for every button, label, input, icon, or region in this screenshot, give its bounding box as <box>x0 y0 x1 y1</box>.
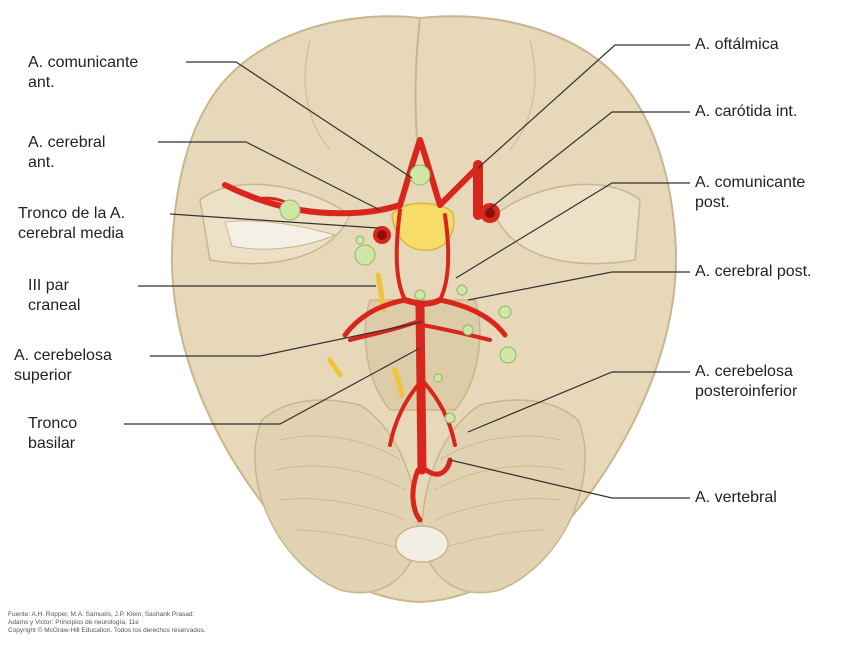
label-line: superior <box>14 366 112 386</box>
label-line: ant. <box>28 73 138 93</box>
credit-line: Copyright © McGraw-Hill Education. Todos… <box>8 627 206 635</box>
label-line: Tronco de la A. <box>18 204 125 224</box>
label-vertebral: A. vertebral <box>695 488 777 508</box>
label-line: A. cerebral <box>28 133 105 153</box>
label-line: basilar <box>28 434 77 454</box>
label-line: A. oftálmica <box>695 35 779 55</box>
label-carotida: A. carótida int. <box>695 102 797 122</box>
label-line: posteroinferior <box>695 382 797 402</box>
label-line: Tronco <box>28 414 77 434</box>
credit-line: Fuente: A.H. Ropper, M.A. Samuels, J.P. … <box>8 611 206 619</box>
credit-line: Adams y Victor: Principios de neurología… <box>8 619 206 627</box>
label-cerebral-ant: A. cerebral ant. <box>28 133 105 173</box>
label-tronco-basilar: Tronco basilar <box>28 414 77 454</box>
label-line: A. cerebelosa <box>14 346 112 366</box>
label-line: III par <box>28 276 80 296</box>
label-line: A. vertebral <box>695 488 777 508</box>
label-line: A. comunicante <box>695 173 805 193</box>
label-line: A. comunicante <box>28 53 138 73</box>
label-line: ant. <box>28 153 105 173</box>
label-line: A. cerebral post. <box>695 262 812 282</box>
label-cerebelosa-sup: A. cerebelosa superior <box>14 346 112 386</box>
source-credit: Fuente: A.H. Ropper, M.A. Samuels, J.P. … <box>8 611 206 635</box>
label-line: craneal <box>28 296 80 316</box>
label-oftalmica: A. oftálmica <box>695 35 779 55</box>
label-comunicante-post: A. comunicante post. <box>695 173 805 213</box>
label-line: cerebral media <box>18 224 125 244</box>
label-line: post. <box>695 193 805 213</box>
label-comunicante-ant: A. comunicante ant. <box>28 53 138 93</box>
label-line: A. cerebelosa <box>695 362 797 382</box>
carotid-left <box>373 226 391 244</box>
label-cerebelosa-pi: A. cerebelosa posteroinferior <box>695 362 797 402</box>
label-iii-par: III par craneal <box>28 276 80 316</box>
label-cerebral-post: A. cerebral post. <box>695 262 812 282</box>
label-cerebral-media: Tronco de la A. cerebral media <box>18 204 125 244</box>
label-line: A. carótida int. <box>695 102 797 122</box>
